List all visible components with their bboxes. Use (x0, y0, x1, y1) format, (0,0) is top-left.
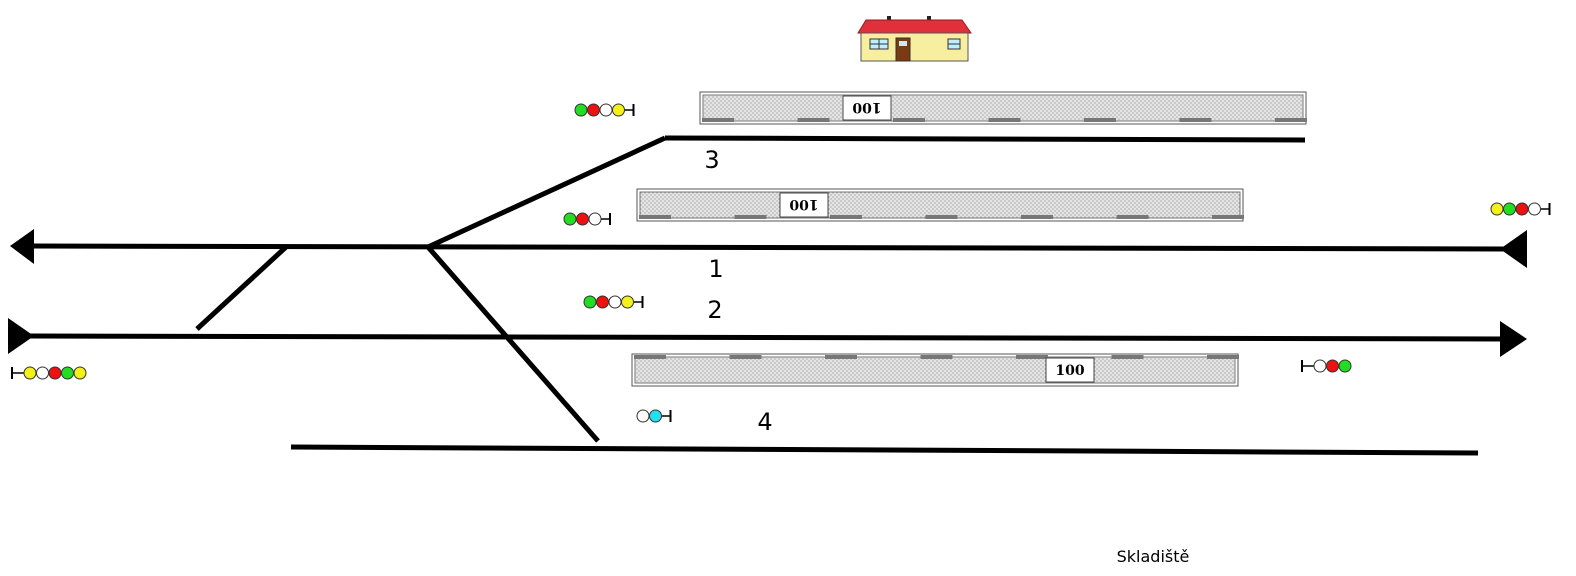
track-4-label: 4 (757, 408, 772, 436)
platform-edge-marker (1016, 355, 1048, 359)
track-3-label: 3 (704, 146, 719, 174)
platform-edge-marker (893, 118, 925, 122)
signal-lamp-icon (588, 212, 602, 226)
signal-lamp-icon (48, 366, 62, 380)
track-end-arrow-icon (8, 229, 1527, 357)
warehouse-caption: Skladiště (1117, 547, 1190, 566)
km-plate-label: 100 (852, 99, 881, 115)
platform-edge-marker (1275, 118, 1307, 122)
signal-lamp-icon (1326, 359, 1339, 373)
signal-track4-shunt (636, 409, 672, 423)
signal-lamp-icon (73, 366, 87, 380)
signal-lamp-icon (1528, 202, 1541, 216)
crossover-track1-track2 (195, 245, 288, 331)
signal-lamp-icon (563, 212, 577, 226)
platform-edge-marker (1021, 215, 1053, 219)
platform-middle: 100 (636, 188, 1244, 222)
platform-edge-marker (1111, 355, 1144, 359)
signal-track2-west (583, 295, 644, 309)
station-building-icon (857, 16, 972, 62)
signal-main-entry (11, 366, 87, 380)
track-1-label: 1 (708, 255, 723, 283)
signal-lamp-icon (599, 103, 613, 117)
track-end-west-1 (10, 229, 34, 264)
platforms: 100 100 100 (631, 91, 1307, 387)
signal-lamp-icon (574, 103, 588, 117)
signals (11, 103, 1551, 423)
km-plate: 100 (842, 95, 892, 121)
platform-bottom: 100 (631, 353, 1239, 387)
signal-lamp-icon (1503, 202, 1516, 216)
signal-lamp-icon (61, 366, 74, 380)
signal-lamp-icon (596, 295, 609, 309)
switch-track3-branch (426, 135, 667, 250)
signal-track2-east (1301, 359, 1352, 373)
signal-lamp-icon (1313, 359, 1327, 373)
track-2-line (29, 333, 1506, 342)
signal-lamp-icon (583, 295, 597, 309)
signal-track1-east (1490, 202, 1551, 216)
signal-lamp-icon (1338, 359, 1352, 373)
signal-lamp-icon (636, 409, 650, 423)
track-network (29, 135, 1506, 456)
platform-edge-marker (920, 355, 953, 359)
platform-edge-marker (729, 355, 762, 359)
signal-lamp-icon (1490, 202, 1504, 216)
platform-edge-marker (1212, 215, 1244, 219)
signal-lamp-icon (587, 103, 600, 117)
platform-edge-marker (797, 118, 830, 122)
track-end-east-1 (1500, 230, 1527, 268)
switch-track4-branch (426, 245, 600, 443)
signal-lamp-icon (36, 366, 49, 380)
signal-lamp-icon (608, 295, 622, 309)
signal-lamp-icon (23, 366, 37, 380)
track-3-line (664, 135, 1306, 143)
platform-edge-marker (639, 215, 671, 219)
track-2-label: 2 (707, 296, 722, 324)
km-plate-label: 100 (1055, 363, 1084, 379)
track-end-west-2 (8, 318, 34, 354)
signal-lamp-icon (576, 212, 589, 226)
signal-track3-west (574, 103, 635, 117)
platform-edge-marker (634, 355, 666, 359)
platform-edge-marker (988, 118, 1021, 122)
platform-edge-marker (830, 215, 862, 219)
platform-edge-marker (734, 215, 767, 219)
signal-lamp-icon (649, 409, 662, 423)
signal-lamp-icon (612, 103, 625, 117)
km-plate-label: 100 (789, 196, 818, 212)
platform-edge-marker (1084, 118, 1116, 122)
km-plate: 100 (779, 192, 829, 218)
platform-edge-marker (1179, 118, 1212, 122)
signal-lamp-icon (1515, 202, 1529, 216)
platform-top: 100 (699, 91, 1307, 125)
platform-edge-marker (1116, 215, 1149, 219)
track-4-line (290, 444, 1479, 456)
signal-track1-west (563, 212, 611, 226)
platform-edge-marker (825, 355, 857, 359)
platform-edge-marker (925, 215, 958, 219)
track-end-east-2 (1500, 321, 1527, 357)
track-1-line (29, 243, 1506, 252)
platform-edge-marker (1207, 355, 1239, 359)
platform-edge-marker (702, 118, 734, 122)
signal-lamp-icon (621, 295, 634, 309)
km-plate: 100 (1045, 357, 1095, 383)
